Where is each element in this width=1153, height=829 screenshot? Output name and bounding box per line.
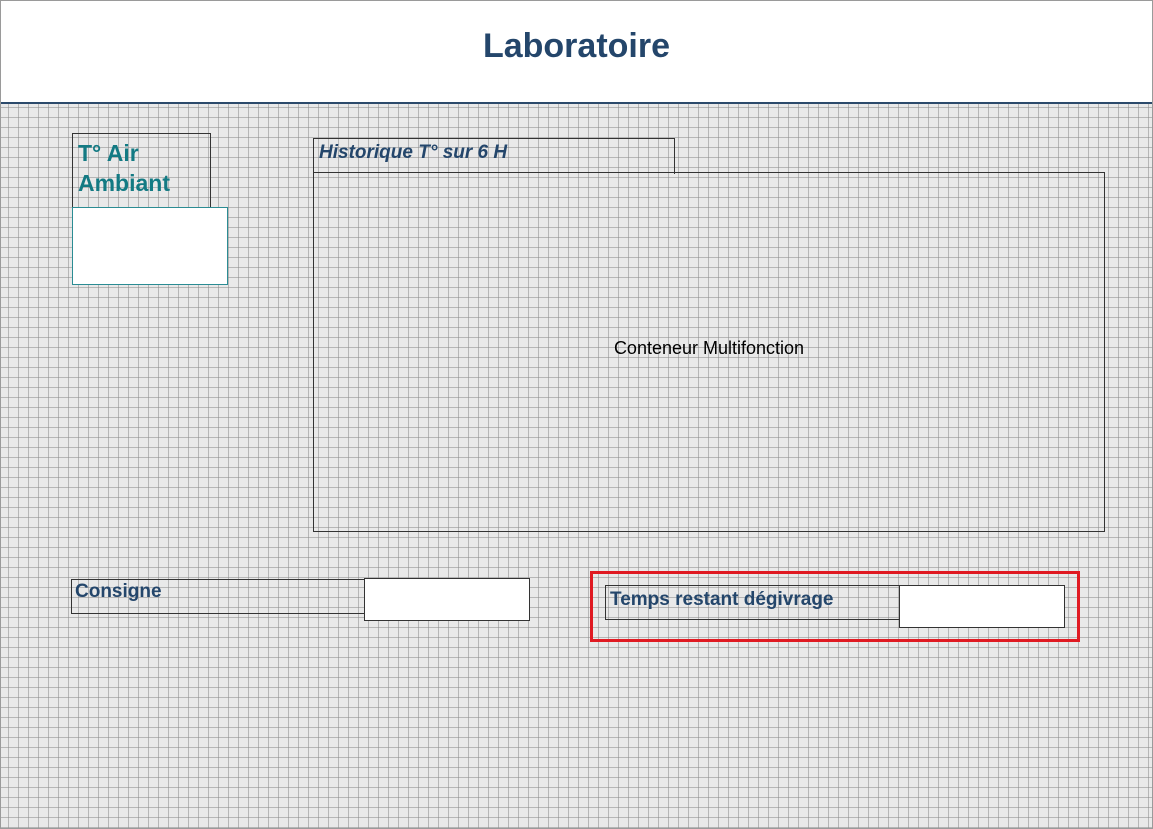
multifunction-container-label: Conteneur Multifonction: [613, 338, 805, 358]
historique-title: Historique T° sur 6 H: [319, 142, 508, 163]
temps-degivrage-label: Temps restant dégivrage: [610, 589, 834, 610]
page-title: Laboratoire: [482, 27, 671, 65]
historique-title-tab: [313, 138, 675, 174]
consigne-label: Consigne: [75, 581, 162, 602]
air-ambiant-value-display[interactable]: [72, 207, 228, 285]
design-canvas: T° Air Ambiant Historique T° sur 6 H Con…: [1, 104, 1152, 828]
consigne-value-field[interactable]: [364, 578, 530, 621]
title-bar: Laboratoire: [1, 1, 1152, 104]
multifunction-container[interactable]: [313, 172, 1105, 532]
selection-highlight: [590, 571, 1080, 642]
air-ambiant-label: T° Air Ambiant: [78, 140, 170, 196]
temps-degivrage-value-field[interactable]: [899, 585, 1065, 628]
